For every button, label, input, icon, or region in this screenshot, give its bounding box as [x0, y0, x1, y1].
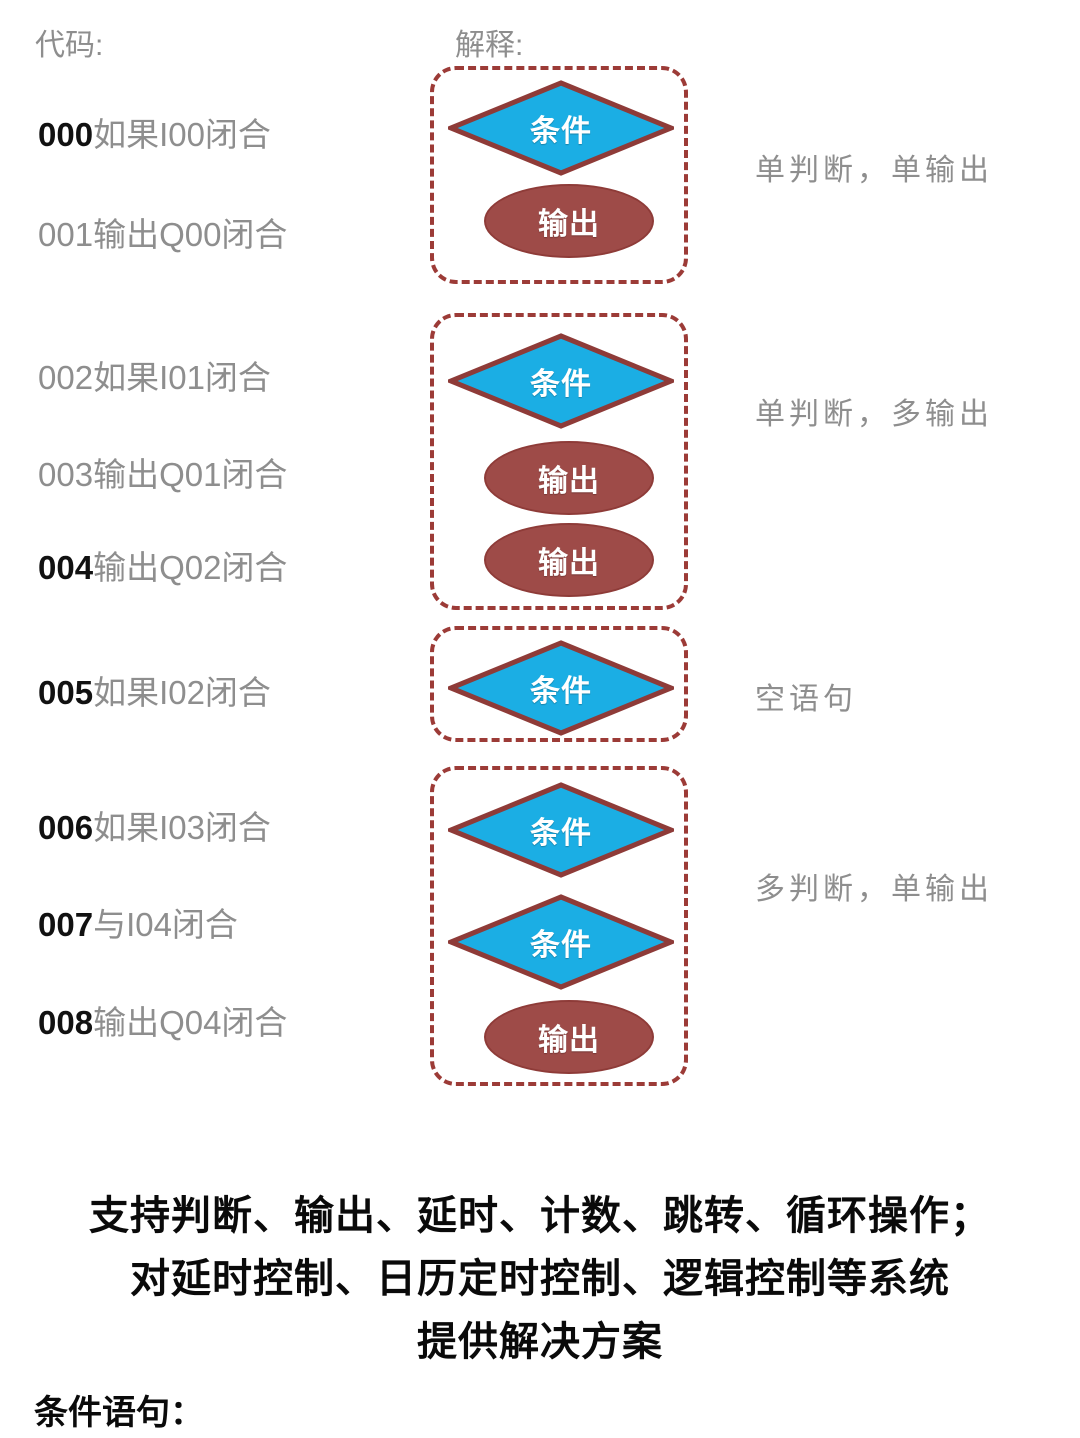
code-line-number: 004 [38, 549, 94, 586]
explanation-item: 多判断，单输出 [755, 873, 993, 906]
decision-node: 条件 [448, 782, 674, 878]
code-line-number: 002 [38, 359, 94, 396]
decision-node-label: 条件 [530, 115, 592, 148]
diamond-icon [448, 894, 674, 990]
code-line: 006如果I03闭合 [38, 811, 271, 844]
decision-node-label: 条件 [530, 817, 592, 850]
summary-note: 支持判断、输出、延时、计数、跳转、循环操作； 对延时控制、日历定时控制、逻辑控制… [0, 1185, 1080, 1374]
code-line: 007与I04闭合 [38, 908, 238, 941]
code-line-number: 001 [38, 216, 94, 253]
summary-note-line: 对延时控制、日历定时控制、逻辑控制等系统 [130, 1257, 950, 1301]
code-line-text: 如果I00闭合 [93, 116, 271, 153]
code-line-text: 如果I02闭合 [93, 674, 271, 711]
code-line-number: 006 [38, 809, 94, 846]
output-node-label: 输出 [538, 208, 600, 241]
code-line-text: 与I04闭合 [93, 906, 238, 943]
flow-group-multi-decision-single-output: 条件 条件 输出 [430, 766, 688, 1086]
code-line: 000如果I00闭合 [38, 118, 271, 151]
diamond-icon [448, 333, 674, 429]
output-node-label: 输出 [538, 547, 600, 580]
summary-note-line: 提供解决方案 [417, 1320, 663, 1364]
output-node-label: 输出 [538, 1024, 600, 1057]
output-node: 输出 [484, 1000, 654, 1074]
decision-node: 条件 [448, 80, 674, 176]
output-node: 输出 [484, 441, 654, 515]
code-line-text: 输出Q02闭合 [93, 549, 288, 586]
code-line: 001输出Q00闭合 [38, 218, 287, 251]
code-line: 004输出Q02闭合 [38, 551, 287, 584]
decision-node-label: 条件 [530, 929, 592, 962]
explanation-item: 单判断，多输出 [755, 398, 993, 431]
code-line-number: 008 [38, 1004, 94, 1041]
code-line: 002如果I01闭合 [38, 361, 271, 394]
flow-group-single-decision-single-output: 条件 输出 [430, 66, 688, 284]
decision-node: 条件 [448, 333, 674, 429]
summary-note-line: 支持判断、输出、延时、计数、跳转、循环操作； [89, 1194, 991, 1238]
code-line: 005如果I02闭合 [38, 676, 271, 709]
flow-group-single-decision-multi-output: 条件 输出 输出 [430, 313, 688, 610]
code-column-header: 代码: [35, 29, 104, 62]
output-node: 输出 [484, 523, 654, 597]
code-line-text: 如果I01闭合 [93, 359, 271, 396]
code-line-number: 007 [38, 906, 94, 943]
code-line: 003输出Q01闭合 [38, 458, 287, 491]
code-line-number: 005 [38, 674, 94, 711]
diamond-icon [448, 80, 674, 176]
diamond-icon [448, 640, 674, 736]
code-line-number: 003 [38, 456, 94, 493]
decision-node-label: 条件 [530, 675, 592, 708]
decision-node: 条件 [448, 894, 674, 990]
explanation-item: 单判断，单输出 [755, 154, 993, 187]
explanation-column-header: 解释: [455, 29, 524, 62]
output-node: 输出 [484, 184, 654, 258]
code-line-text: 如果I03闭合 [93, 809, 271, 846]
code-line: 008输出Q04闭合 [38, 1006, 287, 1039]
code-line-text: 输出Q00闭合 [93, 216, 288, 253]
code-line-text: 输出Q01闭合 [93, 456, 288, 493]
diamond-icon [448, 782, 674, 878]
footer-section-label: 条件语句： [34, 1394, 204, 1432]
code-line-text: 输出Q04闭合 [93, 1004, 288, 1041]
decision-node-label: 条件 [530, 368, 592, 401]
output-node-label: 输出 [538, 465, 600, 498]
explanation-item: 空语句 [755, 683, 857, 716]
flow-group-empty-statement: 条件 [430, 626, 688, 742]
decision-node: 条件 [448, 640, 674, 736]
code-line-number: 000 [38, 116, 94, 153]
